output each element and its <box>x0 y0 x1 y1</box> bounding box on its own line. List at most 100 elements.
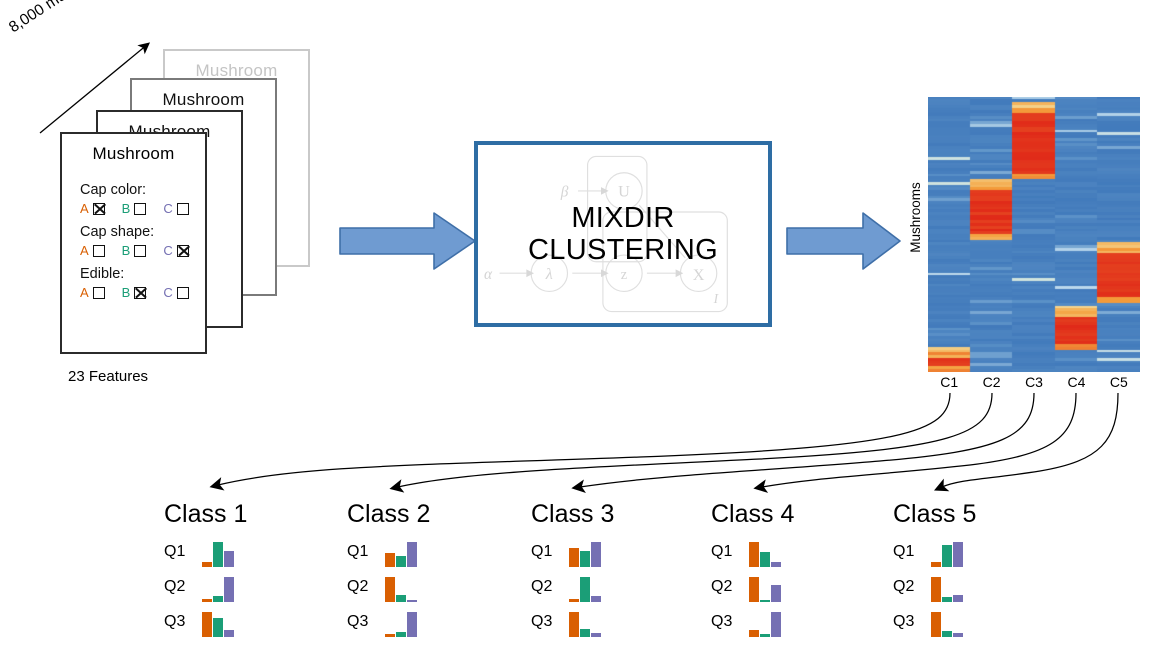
option-letter: B <box>121 285 131 300</box>
bar-b <box>396 556 406 567</box>
bar-b <box>580 577 590 602</box>
question-label: Q3 <box>531 613 553 630</box>
class-title: Class 5 <box>893 500 977 528</box>
bar-b <box>213 542 223 567</box>
question-label: Q1 <box>531 543 553 560</box>
question-mini-barchart <box>202 609 236 637</box>
bar-a <box>749 577 759 602</box>
svg-text:α: α <box>484 266 493 283</box>
bar-c <box>953 595 963 602</box>
class-title: Class 2 <box>347 500 431 528</box>
checkbox-icon[interactable] <box>176 202 189 215</box>
bar-c <box>224 577 234 602</box>
features-caption: 23 Features <box>68 368 149 385</box>
process-arrow-2 <box>786 212 901 270</box>
bar-c <box>591 633 601 637</box>
feature-option: C <box>163 285 205 300</box>
checkbox-icon[interactable] <box>92 286 105 299</box>
svg-text:I: I <box>713 291 719 306</box>
checkbox-icon[interactable] <box>92 244 105 257</box>
feature-option: A <box>80 201 122 216</box>
bar-a <box>931 562 941 567</box>
question-mini-barchart <box>385 609 419 637</box>
checkbox-icon[interactable] <box>176 286 189 299</box>
heatmap-canvas <box>928 97 1140 372</box>
question-row: Q1 <box>711 537 794 567</box>
svg-text:z: z <box>621 267 627 283</box>
question-label: Q3 <box>164 613 186 630</box>
option-letter: C <box>163 285 173 300</box>
question-mini-barchart <box>569 609 603 637</box>
bar-c <box>591 596 601 602</box>
checkbox-checked-icon[interactable] <box>176 244 189 257</box>
heatmap-column-label: C2 <box>982 374 1001 390</box>
bar-b <box>580 551 590 567</box>
question-mini-barchart <box>749 539 783 567</box>
question-mini-barchart <box>569 574 603 602</box>
class-title: Class 3 <box>531 500 615 528</box>
bar-a <box>385 634 395 637</box>
heatmap-column-label: C3 <box>1025 374 1043 390</box>
bar-a <box>385 577 395 602</box>
bar-b <box>213 618 223 637</box>
sample-count-arrow-icon <box>39 42 151 134</box>
heatmap-column-label: C4 <box>1067 374 1086 390</box>
question-mini-barchart <box>749 609 783 637</box>
feature-option: B <box>122 201 164 216</box>
bar-b <box>760 552 770 567</box>
bar-c <box>591 542 601 567</box>
mixdir-title-line1: MIXDIR <box>571 201 675 234</box>
cluster-to-class-arrows <box>209 392 1119 494</box>
card-title: Mushroom <box>92 144 175 163</box>
bar-a <box>202 612 212 637</box>
checkbox-checked-icon[interactable] <box>134 286 147 299</box>
bar-a <box>385 553 395 567</box>
question-row: Q2 <box>164 572 247 602</box>
checkbox-checked-icon[interactable] <box>92 202 105 215</box>
question-label: Q3 <box>711 613 733 630</box>
svg-text:X: X <box>693 266 705 284</box>
bar-a <box>749 630 759 637</box>
feature-option: B <box>122 243 164 258</box>
question-row: Q1 <box>531 537 614 567</box>
heatmap-column-label: C1 <box>940 374 959 390</box>
class-title: Class 1 <box>164 500 248 528</box>
question-mini-barchart <box>202 574 236 602</box>
bar-b <box>396 632 406 637</box>
question-mini-barchart <box>569 539 603 567</box>
bar-c <box>953 542 963 567</box>
question-label: Q1 <box>347 543 369 560</box>
feature-label: Edible: <box>80 266 125 282</box>
bar-c <box>224 630 234 637</box>
bar-c <box>407 542 417 567</box>
process-arrow-1 <box>339 212 476 270</box>
bar-c <box>953 633 963 637</box>
bar-a <box>202 562 212 567</box>
mushroom-card-stack: Mushroom Mushroom C C C C Mushroom C C C… <box>0 0 330 400</box>
bar-b <box>760 634 770 637</box>
bar-b <box>213 596 223 602</box>
checkbox-icon[interactable] <box>134 244 147 257</box>
feature-option: C <box>163 243 205 258</box>
mixdir-clustering-box: β α U λ z X I MIXDIR CLUSTERING <box>474 141 772 327</box>
question-row: Q1 <box>347 537 430 567</box>
svg-text:λ: λ <box>545 265 553 283</box>
bar-c <box>771 612 781 637</box>
bar-b <box>396 595 406 602</box>
question-row: Q2 <box>711 572 794 602</box>
question-row: Q1 <box>893 537 976 567</box>
checkbox-icon[interactable] <box>134 202 147 215</box>
bar-a <box>931 577 941 602</box>
feature-label: Cap shape: <box>80 224 155 240</box>
svg-text:β: β <box>560 184 569 201</box>
